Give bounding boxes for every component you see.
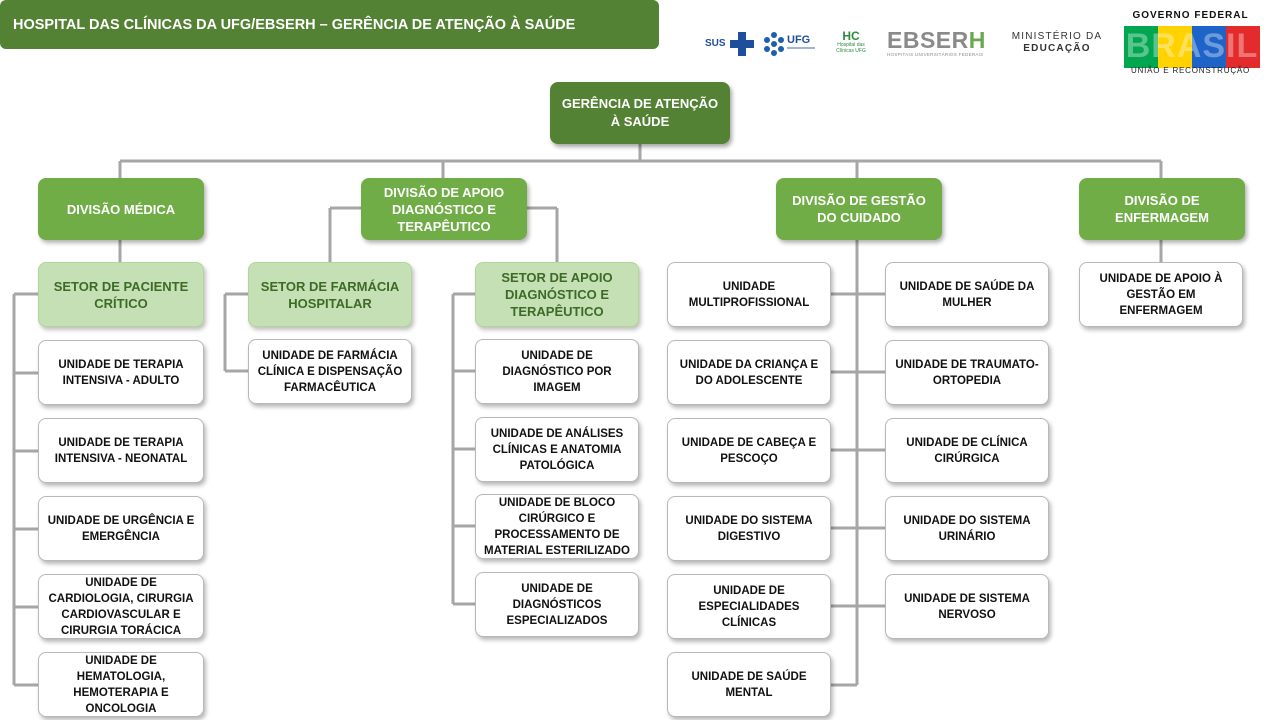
unit-card: UNIDADE DE BLOCO CIRÚRGICO E PROCESSAMEN… <box>475 494 639 559</box>
ufg-dots-icon <box>763 32 785 56</box>
sus-logo-text: SUS <box>705 38 726 49</box>
unit-card: UNIDADE DE FARMÁCIA CLÍNICA E DISPENSAÇÃ… <box>248 339 412 404</box>
sector-apoio-diagnostico: SETOR DE APOIO DIAGNÓSTICO E TERAPÊUTICO <box>475 262 639 327</box>
unit-card: UNIDADE DE TERAPIA INTENSIVA - ADULTO <box>38 340 204 405</box>
ministerio-educacao-logo: MINISTÉRIO DA EDUCAÇÃO <box>1008 31 1106 59</box>
unit-card: UNIDADE DE CABEÇA E PESCOÇO <box>667 418 831 483</box>
hc-logo-text: HC <box>842 29 860 43</box>
unit-card: UNIDADE DE ESPECIALIDADES CLÍNICAS <box>667 574 831 639</box>
ebserh-logo-subtext: HOSPITAIS UNIVERSITÁRIOS FEDERAIS <box>887 52 984 57</box>
division-medica: DIVISÃO MÉDICA <box>38 178 204 240</box>
unit-card: UNIDADE DE DIAGNÓSTICO POR IMAGEM <box>475 339 639 404</box>
ebserh-logo-text: EBSER <box>887 27 969 53</box>
division-gestao-cuidado: DIVISÃO DE GESTÃO DO CUIDADO <box>776 178 942 240</box>
mec-line-1: MINISTÉRIO DA <box>1011 31 1103 42</box>
org-root-gerencia: GERÊNCIA DE ATENÇÃO À SAÚDE <box>550 82 730 144</box>
hc-logo-subtext: Hospital das Clínicas UFG <box>836 42 866 54</box>
unit-card: UNIDADE DE SAÚDE MENTAL <box>667 652 831 717</box>
unit-card: UNIDADE DE TERAPIA INTENSIVA - NEONATAL <box>38 418 204 483</box>
unit-card: UNIDADE DE CLÍNICA CIRÚRGICA <box>885 418 1049 483</box>
ufg-logo: UFG <box>763 30 819 58</box>
unit-card: UNIDADE MULTIPROFISSIONAL <box>667 262 831 327</box>
ebserh-logo-accent: H <box>968 27 986 53</box>
division-apoio-diagnostico: DIVISÃO DE APOIO DIAGNÓSTICO E TERAPÊUTI… <box>361 178 527 240</box>
sector-farmacia-hospitalar: SETOR DE FARMÁCIA HOSPITALAR <box>248 262 412 327</box>
unit-card: UNIDADE DE TRAUMATO-ORTOPEDIA <box>885 340 1049 405</box>
gov-color-block-blue <box>1192 26 1226 68</box>
governo-federal-logo: GOVERNO FEDERAL BRASIL UNIÃO E RECONSTRU… <box>1118 10 1263 76</box>
gov-color-block-red <box>1226 26 1260 68</box>
unit-card: UNIDADE DE HEMATOLOGIA, HEMOTERAPIA E ON… <box>38 652 204 717</box>
unit-card: UNIDADE DE SAÚDE DA MULHER <box>885 262 1049 327</box>
gov-bottom-text: UNIÃO E RECONSTRUÇÃO <box>1130 66 1251 75</box>
unit-card: UNIDADE DE CARDIOLOGIA, CIRURGIA CARDIOV… <box>38 574 204 639</box>
gov-color-block-yellow <box>1158 26 1192 68</box>
unit-card: UNIDADE DE URGÊNCIA E EMERGÊNCIA <box>38 496 204 561</box>
gov-word: BRASIL <box>1125 27 1259 65</box>
unit-card: UNIDADE DE DIAGNÓSTICOS ESPECIALIZADOS <box>475 572 639 637</box>
page-title: HOSPITAL DAS CLÍNICAS DA UFG/EBSERH – GE… <box>0 0 659 49</box>
mec-line-2: EDUCAÇÃO <box>1023 43 1091 54</box>
sector-paciente-critico: SETOR DE PACIENTE CRÍTICO <box>38 262 204 327</box>
unit-card: UNIDADE DA CRIANÇA E DO ADOLESCENTE <box>667 340 831 405</box>
unit-card: UNIDADE DE SISTEMA NERVOSO <box>885 574 1049 639</box>
gov-color-block-green <box>1124 26 1158 68</box>
hc-logo: HC Hospital das Clínicas UFG <box>828 30 874 58</box>
unit-card: UNIDADE DE APOIO À GESTÃO EM ENFERMAGEM <box>1079 262 1243 327</box>
gov-top-text: GOVERNO FEDERAL <box>1132 10 1249 21</box>
unit-card: UNIDADE DO SISTEMA URINÁRIO <box>885 496 1049 561</box>
unit-card: UNIDADE DE ANÁLISES CLÍNICAS E ANATOMIA … <box>475 417 639 482</box>
ebserh-logo: EBSERH HOSPITAIS UNIVERSITÁRIOS FEDERAIS <box>887 28 991 60</box>
division-enfermagem: DIVISÃO DE ENFERMAGEM <box>1079 178 1245 240</box>
ufg-logo-text: UFG <box>787 34 811 46</box>
sus-logo: SUS <box>705 30 754 58</box>
unit-card: UNIDADE DO SISTEMA DIGESTIVO <box>667 496 831 561</box>
